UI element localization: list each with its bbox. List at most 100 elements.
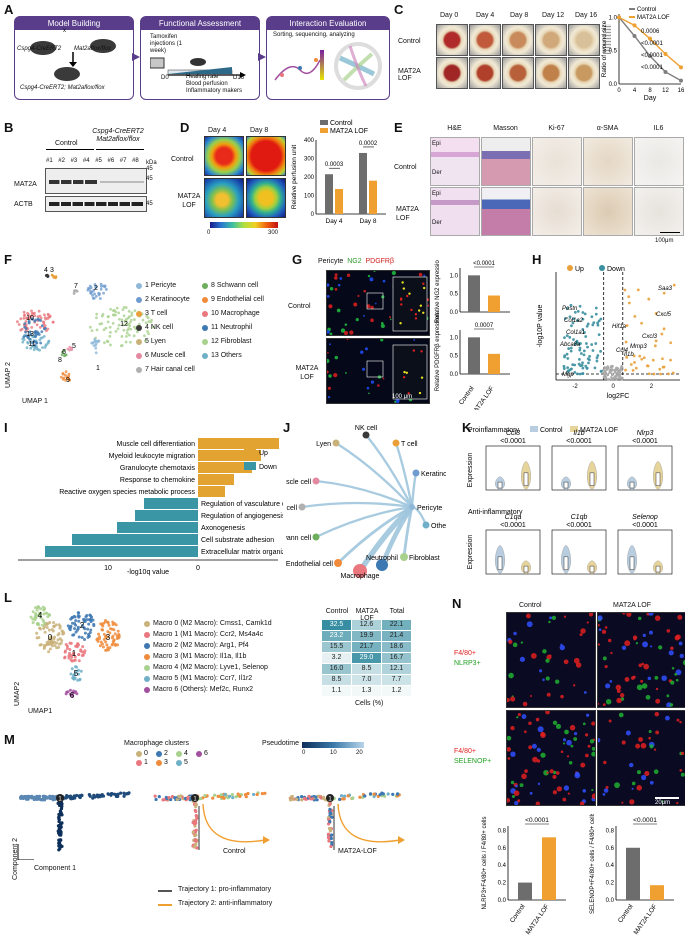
fluorescent-cell [418,391,422,395]
legend-swatch [599,265,605,271]
legend-swatch [144,653,150,660]
cluster-number: 13 [26,331,34,338]
term-label: Cell substrate adhesion [201,537,274,544]
fluorescent-cell [591,751,595,757]
umap-point [107,623,111,627]
gene-label: Mmp3 [630,344,647,350]
fluorescent-cell [591,721,595,726]
fluorescent-cell [402,287,406,290]
volcano-point [631,369,635,372]
umap-point [31,312,35,316]
umap-point [33,314,37,318]
table-cell: 21.4 [382,631,411,641]
volcano-point [658,367,662,371]
trajectory-point [329,836,333,841]
day-col-label: Day 8 [510,12,529,19]
umap-point [70,616,74,620]
volcano-point [603,376,606,379]
umap-point [55,641,59,645]
umap-point [29,332,33,336]
umap-point [45,329,48,333]
volcano-point [647,297,651,301]
fluorescent-cell [566,755,570,758]
umap-point [28,315,32,318]
volcano-point [640,357,644,361]
gene-label: Hif1a [612,324,627,330]
umap-point [38,627,42,631]
fluorescent-cell [377,384,380,387]
band-label-actb: ACTB [14,201,33,208]
trajectory-point [60,804,64,808]
umap-point [48,620,52,624]
volcano-point [638,354,642,358]
trajectory-point [26,797,30,801]
legend-label: Down [607,266,625,273]
fluorescent-cell [417,309,421,312]
interaction-edge [379,505,414,566]
volcano-point [591,323,595,327]
pseudotime-title: Pseudotime [262,740,299,747]
umap-point [109,343,112,347]
p-value-label: <0.0001 [566,522,592,529]
box [655,472,661,486]
legend-swatch [629,8,635,10]
fluorescent-cell [546,771,549,774]
trajectory-point [154,797,158,802]
x-axis-label: Day [644,95,657,102]
fluorescent-cell [602,703,606,707]
y-axis-label: Expression [467,535,474,570]
fluorescent-cell [654,711,660,717]
fluorescent-cell [513,790,520,797]
legend-label: 5 [184,759,188,766]
trajectory-point [216,794,220,798]
legend-swatch [176,759,182,766]
scale-bar-label: 100 μm [392,394,413,400]
volcano-point [661,357,664,361]
trajectory-point [314,795,318,799]
cluster-number: 1 [72,649,77,658]
epidermis-label: Epi [432,191,441,197]
day-col-label: Day 12 [542,12,565,19]
umap-point [64,353,67,357]
umap-point [87,622,91,626]
trajectory-point [179,794,183,798]
box [563,556,569,570]
volcano-point [590,343,594,346]
if-image [506,612,596,708]
legend-item: 8 Schwann cell [202,282,258,289]
data-point [663,70,668,74]
umap-point [128,340,132,344]
umap-point [76,668,80,672]
umap-point [98,644,102,648]
volcano-point [654,339,658,343]
legend-item: Macro 2 (M2 Macro): Arg1, Pf4 [144,642,249,649]
fluorescent-cell [326,295,330,298]
x-axis-label: -log10q value [127,569,169,576]
fluorescent-cell [588,613,594,617]
volcano-point [671,371,675,375]
y-tick-label: 0.5 [450,354,459,360]
umap-point [96,639,100,643]
fluorescent-cell [420,376,424,379]
p-value-label: <0.0001 [632,522,658,529]
fluorescent-cell [334,276,338,280]
umap-point [36,605,40,609]
day-col-label: Day 0 [440,12,459,19]
umap-point [125,331,129,335]
volcano-point [562,367,566,370]
cell-node [422,521,430,529]
umap-point [64,370,68,374]
umap-point [53,635,57,639]
volcano-point [588,358,591,362]
volcano-point [568,335,572,339]
day-col-label: Day 4 [476,12,495,19]
table-cell: 22.1 [382,620,411,630]
volcano-point [576,319,579,322]
fluorescent-cell [668,650,674,656]
p-value-label: <0.0001 [473,261,496,267]
y-tick-label: 400 [304,138,315,144]
fluorescent-cell [585,713,590,717]
legend-label: MAT2A LOF [580,427,618,434]
umap-point [36,622,40,626]
